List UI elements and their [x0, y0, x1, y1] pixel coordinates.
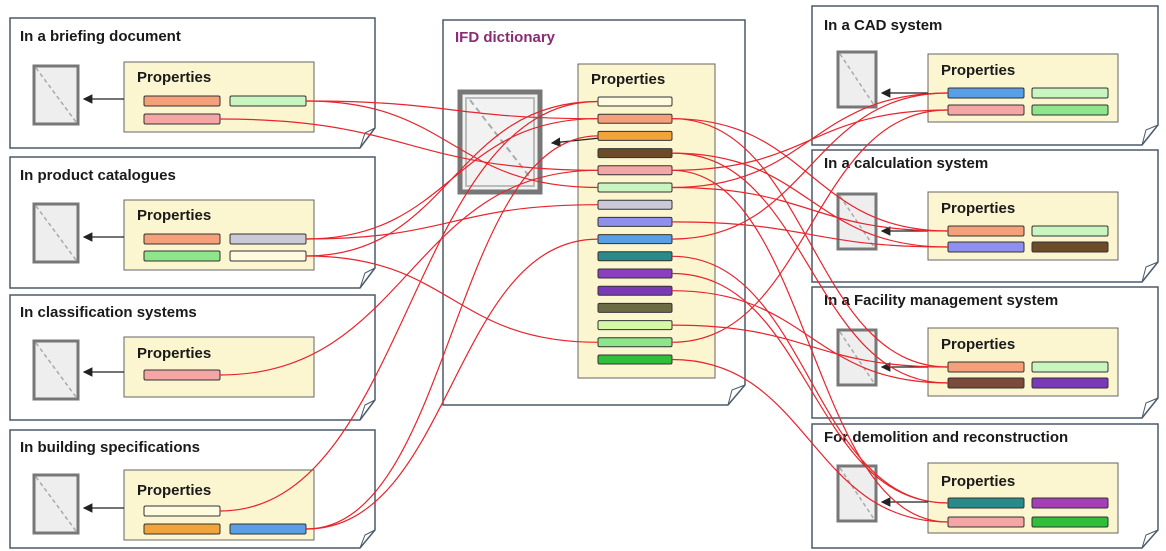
mapping-link [671, 290, 949, 384]
mapping-link [219, 100, 599, 512]
ifd-property-bar [597, 285, 673, 296]
card-title: In a CAD system [824, 17, 942, 34]
property-bar [1031, 516, 1109, 528]
card-title: In a calculation system [824, 155, 988, 172]
ifd-property-bar [597, 216, 673, 227]
mapping-link [305, 100, 599, 257]
property-bar [143, 233, 221, 245]
mapping-link [671, 152, 949, 384]
property-bar [229, 523, 307, 535]
mapping-link [219, 118, 599, 171]
properties-title: Properties [941, 473, 1015, 490]
property-bars [143, 87, 1109, 535]
mapping-link [671, 169, 949, 523]
ifd-property-bar [597, 337, 673, 348]
card-title: In classification systems [20, 304, 197, 321]
property-bar [143, 250, 221, 262]
mapping-link [305, 238, 599, 530]
property-bar [1031, 377, 1109, 389]
mapping-link [671, 358, 949, 523]
mapping-link [671, 118, 949, 368]
mapping-link [305, 100, 599, 189]
ifd-property-bar [597, 165, 673, 176]
card-title: In a briefing document [20, 28, 181, 45]
properties-title: Properties [137, 207, 211, 224]
property-bar [947, 497, 1025, 509]
property-bar [947, 225, 1025, 237]
mapping-link [671, 255, 949, 504]
property-bar [1031, 241, 1109, 253]
property-bar [947, 87, 1025, 99]
ifd-property-bar [597, 268, 673, 279]
properties-title: Properties [941, 336, 1015, 353]
window-icon [836, 328, 878, 387]
card-title: For demolition and reconstruction [824, 429, 1068, 446]
mapping-link [671, 221, 949, 248]
ifd-property-bar [597, 320, 673, 331]
property-bar [143, 523, 221, 535]
properties-title: Properties [941, 62, 1015, 79]
mapping-link [305, 255, 599, 343]
property-bar [947, 377, 1025, 389]
property-bar [947, 361, 1025, 373]
property-bar [143, 113, 221, 125]
arrow [550, 137, 601, 147]
window-icon [32, 202, 80, 264]
mapping-link [305, 204, 599, 240]
ifd-property-bar [597, 251, 673, 262]
ifd-property-bar [597, 182, 673, 193]
card-title: In building specifications [20, 439, 200, 456]
window-icon [836, 464, 878, 523]
mapping-link [671, 272, 949, 504]
property-bar [1031, 361, 1109, 373]
mapping-link [671, 92, 949, 240]
window-icon [836, 50, 878, 109]
property-bar [1031, 104, 1109, 116]
window-icon [32, 339, 80, 401]
property-bar [1031, 225, 1109, 237]
ifd-property-bar [597, 199, 673, 210]
mapping-link [305, 100, 599, 120]
mapping-link [219, 169, 599, 376]
mapping-link [671, 186, 949, 232]
mapping-link [671, 109, 949, 343]
property-bar [947, 104, 1025, 116]
property-bar [229, 250, 307, 262]
window-icon [457, 89, 543, 195]
mapping-link [671, 118, 949, 232]
mapping-link [305, 135, 599, 530]
ifd-property-bar [597, 302, 673, 313]
properties-panel: Properties [123, 336, 315, 398]
properties-title: Properties [137, 345, 211, 362]
property-bar [947, 516, 1025, 528]
ifd-property-bar [597, 113, 673, 124]
properties-title: Properties [137, 482, 211, 499]
window-icon [32, 64, 80, 126]
properties-title: Properties [137, 69, 211, 86]
property-bar [1031, 497, 1109, 509]
property-bar [947, 241, 1025, 253]
window-icon [32, 473, 80, 535]
property-bar [1031, 87, 1109, 99]
ifd-property-bar [597, 96, 673, 107]
properties-title: Properties [591, 71, 665, 88]
property-bar [143, 95, 221, 107]
ifd-property-bar [597, 234, 673, 245]
property-bar [229, 233, 307, 245]
mapping-link [671, 152, 949, 248]
mapping-link [671, 109, 949, 171]
mapping-links [219, 92, 949, 530]
ifd-property-bar [597, 148, 673, 159]
property-bar [143, 369, 221, 381]
ifd-title: IFD dictionary [455, 29, 556, 46]
ifd-property-bar [597, 130, 673, 141]
card-title: In a Facility management system [824, 292, 1058, 309]
card-title: In product catalogues [20, 167, 176, 184]
property-bar [143, 505, 221, 517]
property-bar [229, 95, 307, 107]
ifd-property-bar [597, 354, 673, 365]
properties-title: Properties [941, 200, 1015, 217]
